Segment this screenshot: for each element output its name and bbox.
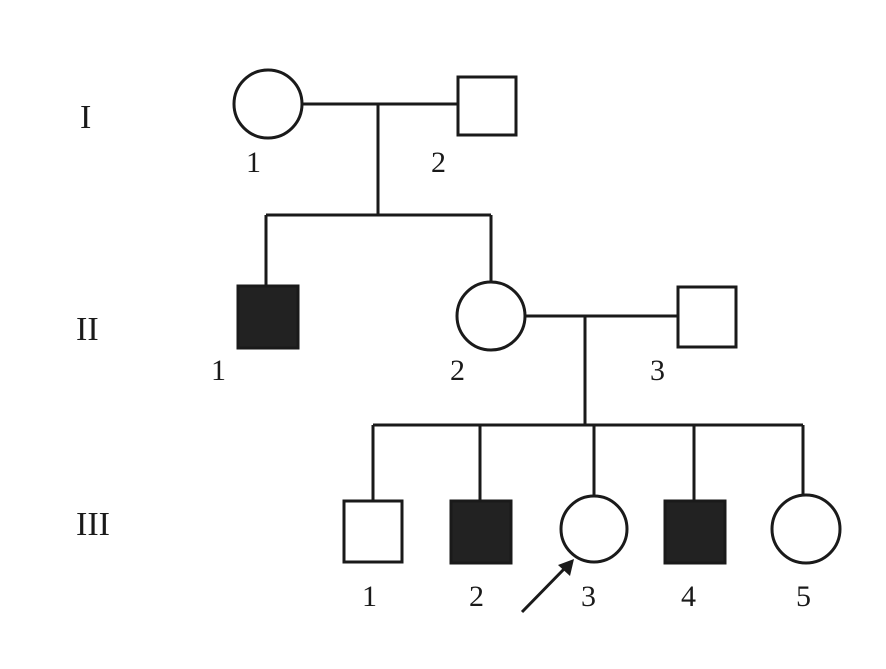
generation-label-III: III [76, 506, 110, 543]
affected-male-symbol [663, 499, 727, 565]
individual-II-2: 2 [450, 280, 527, 387]
male-symbol [342, 499, 404, 564]
individual-number: 2 [469, 580, 484, 613]
individual-I-1: 1 [232, 68, 304, 179]
individual-number: 2 [450, 354, 465, 387]
individual-number: 1 [211, 354, 226, 387]
individual-III-1: 1 [342, 499, 404, 613]
individual-number: 3 [581, 580, 596, 613]
individual-number: 4 [681, 580, 696, 613]
female-symbol [559, 494, 629, 564]
pedigree-lines [264, 102, 805, 501]
male-symbol [676, 285, 738, 349]
generation-label-I: I [80, 99, 91, 136]
individual-II-1: 1 [211, 284, 300, 387]
individual-number: 3 [650, 354, 665, 387]
proband-arrow-icon [520, 559, 574, 614]
individual-II-3: 3 [650, 285, 738, 387]
individual-I-2: 2 [431, 75, 518, 179]
individual-III-2: 2 [449, 499, 513, 613]
affected-male-symbol [449, 499, 513, 565]
individual-number: 1 [362, 580, 377, 613]
individual-III-3: 3 [559, 494, 629, 613]
individual-number: 5 [796, 580, 811, 613]
individual-III-5: 5 [770, 493, 842, 613]
individual-number: 1 [246, 146, 261, 179]
female-symbol [770, 493, 842, 565]
affected-male-symbol [236, 284, 300, 350]
female-symbol [232, 68, 304, 140]
generation-label-II: II [76, 311, 99, 348]
male-symbol [456, 75, 518, 137]
individual-III-4: 4 [663, 499, 727, 613]
proband-arrow-shaft [520, 565, 568, 614]
female-symbol [455, 280, 527, 352]
proband-arrow-head [558, 559, 574, 576]
individual-number: 2 [431, 146, 446, 179]
